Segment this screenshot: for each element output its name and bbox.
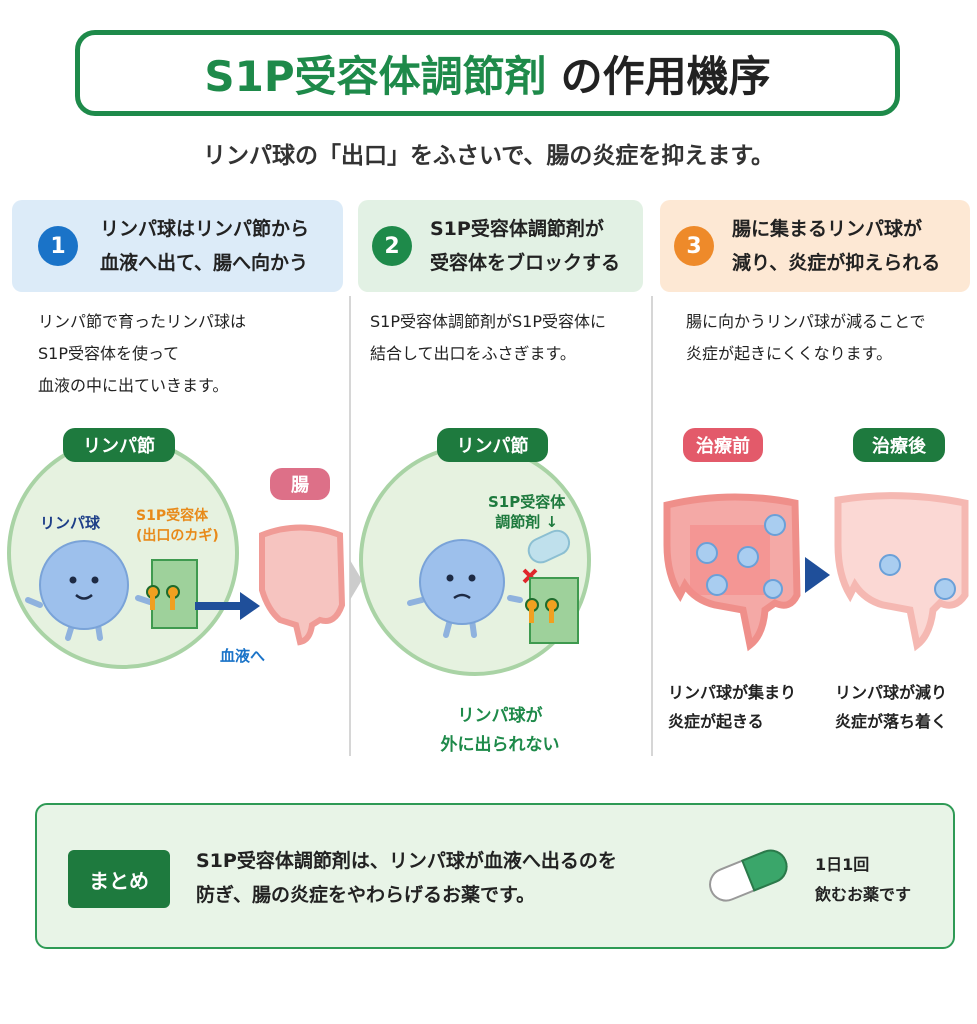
step-2-title-line2: 受容体をブロックする xyxy=(430,252,621,274)
result-line1: リンパ球が xyxy=(457,706,543,726)
after-caption: リンパ球が減り炎症が落ち着く xyxy=(835,678,947,736)
caption-line: 炎症が起きる xyxy=(668,712,764,731)
sad-lymphocyte-character xyxy=(407,539,523,638)
s1p-receptor-icon xyxy=(525,577,579,644)
step-3-header: 3 腸に集まるリンパ球が減り、炎症が抑えられる xyxy=(660,200,970,292)
summary-text: S1P受容体調節剤は、リンパ球が血液へ出るのを防ぎ、腸の炎症をやわらげるお薬です… xyxy=(196,844,617,912)
body-line: 腸に向かうリンパ球が減ることで xyxy=(686,312,926,331)
step-2-header: 2 S1P受容体調節剤が受容体をブロックする xyxy=(358,200,643,292)
receptor-label-line1: S1P受容体 xyxy=(136,508,209,524)
lymphocyte-dots xyxy=(696,514,786,599)
step-1-illustration xyxy=(7,437,346,669)
divider xyxy=(651,296,653,756)
body-line: S1P受容体調節剤がS1P受容体に xyxy=(370,312,606,331)
step-1-title-line2: 血液へ出て、腸へ向かう xyxy=(100,252,309,274)
dosage-line1: 1日1回 xyxy=(815,855,870,874)
step-3-title-line1: 腸に集まるリンパ球が xyxy=(732,218,923,240)
capsule-icon xyxy=(709,849,788,902)
step-3-body: 腸に向かうリンパ球が減ることで 炎症が起きにくくなります。 xyxy=(686,306,926,370)
drug-label-line1: S1P受容体 xyxy=(488,493,566,511)
step-2-title-line1: S1P受容体調節剤が xyxy=(430,218,604,240)
step-number-1: 1 xyxy=(38,226,78,266)
receptor-label: S1P受容体 (出口のカギ) xyxy=(136,506,219,546)
lymphocyte-label: リンパ球 xyxy=(40,514,101,532)
healthy-colon-icon xyxy=(834,492,969,652)
body-line: リンパ節で育ったリンパ球は xyxy=(38,312,247,331)
page-title: S1P受容体調節剤の作用機序 xyxy=(75,30,900,116)
summary-box xyxy=(35,803,955,949)
lymph-node-circle xyxy=(7,437,239,669)
step-number-3: 3 xyxy=(674,226,714,266)
divider xyxy=(349,296,351,756)
step-1-body: リンパ節で育ったリンパ球は S1P受容体を使って 血液の中に出ていきます。 xyxy=(38,306,246,402)
lymphocyte-dots xyxy=(879,554,956,600)
title-suffix: の作用機序 xyxy=(560,51,771,101)
summary-line1: S1P受容体調節剤は、リンパ球が血液へ出るのを xyxy=(196,850,617,872)
body-line: 炎症が起きにくくなります。 xyxy=(686,344,893,363)
summary-badge: まとめ xyxy=(68,850,170,908)
drug-label: S1P受容体調節剤 ↓ xyxy=(488,492,565,532)
caption-line: リンパ球が減り xyxy=(835,683,948,702)
body-line: S1P受容体を使って xyxy=(38,344,180,363)
lymph-node-label: リンパ節 xyxy=(63,428,175,462)
chevron-right-icon xyxy=(350,560,362,600)
dosage-text: 1日1回飲むお薬です xyxy=(815,850,911,910)
after-treatment-label: 治療後 xyxy=(853,428,945,462)
blood-label: 血液へ xyxy=(220,647,266,665)
arrow-icon xyxy=(195,592,260,620)
colon-icon xyxy=(259,524,346,646)
dosage-line2: 飲むお薬です xyxy=(815,885,912,904)
capsule-icon xyxy=(527,529,571,564)
arrow-right-icon xyxy=(805,557,830,593)
drug-label-line2: 調節剤 ↓ xyxy=(495,513,559,531)
step-2-body: S1P受容体調節剤がS1P受容体に 結合して出口をふさぎます。 xyxy=(370,306,606,370)
body-line: 結合して出口をふさぎます。 xyxy=(370,344,576,363)
lymphocyte-character xyxy=(25,540,153,641)
before-caption: リンパ球が集まり炎症が起きる xyxy=(668,678,796,736)
receptor-label-line2: (出口のカギ) xyxy=(136,528,219,544)
gut-label: 腸 xyxy=(270,468,330,500)
step-1-header: 1 リンパ球はリンパ節から血液へ出て、腸へ向かう xyxy=(12,200,343,292)
before-treatment-label: 治療前 xyxy=(683,428,763,462)
step-2-illustration xyxy=(350,444,591,676)
result-line2: 外に出られない xyxy=(440,735,560,755)
s1p-receptor-icon xyxy=(146,559,198,629)
step-3-illustration xyxy=(663,492,969,652)
step-1-title-line1: リンパ球はリンパ節から xyxy=(100,218,310,240)
caption-line: 炎症が落ち着く xyxy=(835,712,948,731)
blocked-result: リンパ球が外に出られない xyxy=(380,702,620,760)
lymph-node-label: リンパ節 xyxy=(437,428,548,462)
caption-line: リンパ球が集まり xyxy=(668,683,797,702)
title-drug-name: S1P受容体調節剤 xyxy=(204,51,547,101)
summary-line2: 防ぎ、腸の炎症をやわらげるお薬です。 xyxy=(196,884,536,906)
body-line: 血液の中に出ていきます。 xyxy=(38,376,229,395)
step-number-2: 2 xyxy=(372,226,412,266)
step-3-title-line2: 減り、炎症が抑えられる xyxy=(732,252,941,274)
subtitle: リンパ球の「出口」をふさいで、腸の炎症を抑えます。 xyxy=(202,143,775,169)
